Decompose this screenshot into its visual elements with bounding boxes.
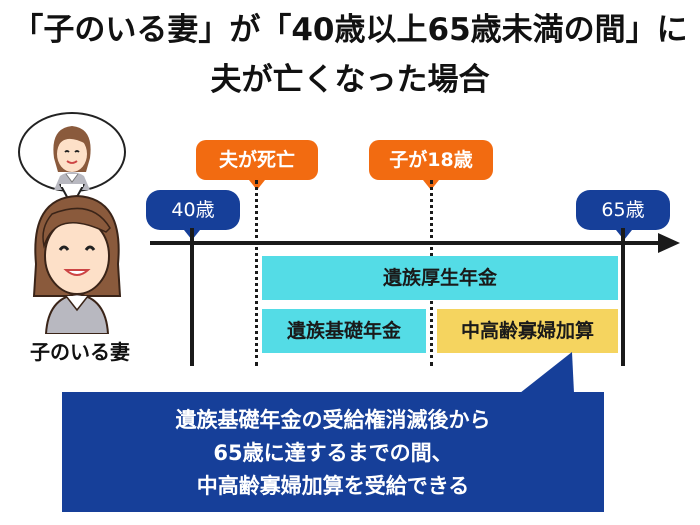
- thought-bubble: [18, 112, 126, 192]
- age-65-badge: 65歳: [576, 190, 670, 230]
- timeline-axis: [150, 241, 662, 245]
- page-title-line-2: 夫が亡くなった場合: [210, 62, 490, 98]
- timeline-arrow-head: [658, 233, 680, 253]
- survivor-basic-pension-bar: 遺族基礎年金: [262, 309, 426, 353]
- woman-avatar-icon: [32, 194, 122, 334]
- child-18-badge: 子が18歳: [369, 140, 493, 180]
- widow-addition-bar: 中高齢寡婦加算: [437, 309, 618, 353]
- callout-line-2: 65歳に達するまでの間、: [213, 441, 453, 465]
- age-65-marker-line: [621, 228, 625, 366]
- woman-small-face-icon: [53, 126, 91, 190]
- age-40-badge: 40歳: [146, 190, 240, 230]
- callout-line-1: 遺族基礎年金の受給権消滅後から: [175, 408, 491, 432]
- page-title-line-1: 「子のいる妻」が「40歳以上65歳未満の間」に: [12, 12, 688, 48]
- husband-death-dotted-line: [255, 180, 258, 366]
- explanation-callout: 遺族基礎年金の受給権消滅後から 65歳に達するまでの間、 中高齢寡婦加算を受給で…: [62, 392, 604, 512]
- husband-death-badge: 夫が死亡: [196, 140, 318, 180]
- wife-label: 子のいる妻: [30, 340, 130, 364]
- age-40-marker-line: [190, 228, 194, 366]
- callout-line-3: 中高齢寡婦加算を受給できる: [196, 474, 470, 498]
- survivor-employee-pension-bar: 遺族厚生年金: [262, 256, 618, 300]
